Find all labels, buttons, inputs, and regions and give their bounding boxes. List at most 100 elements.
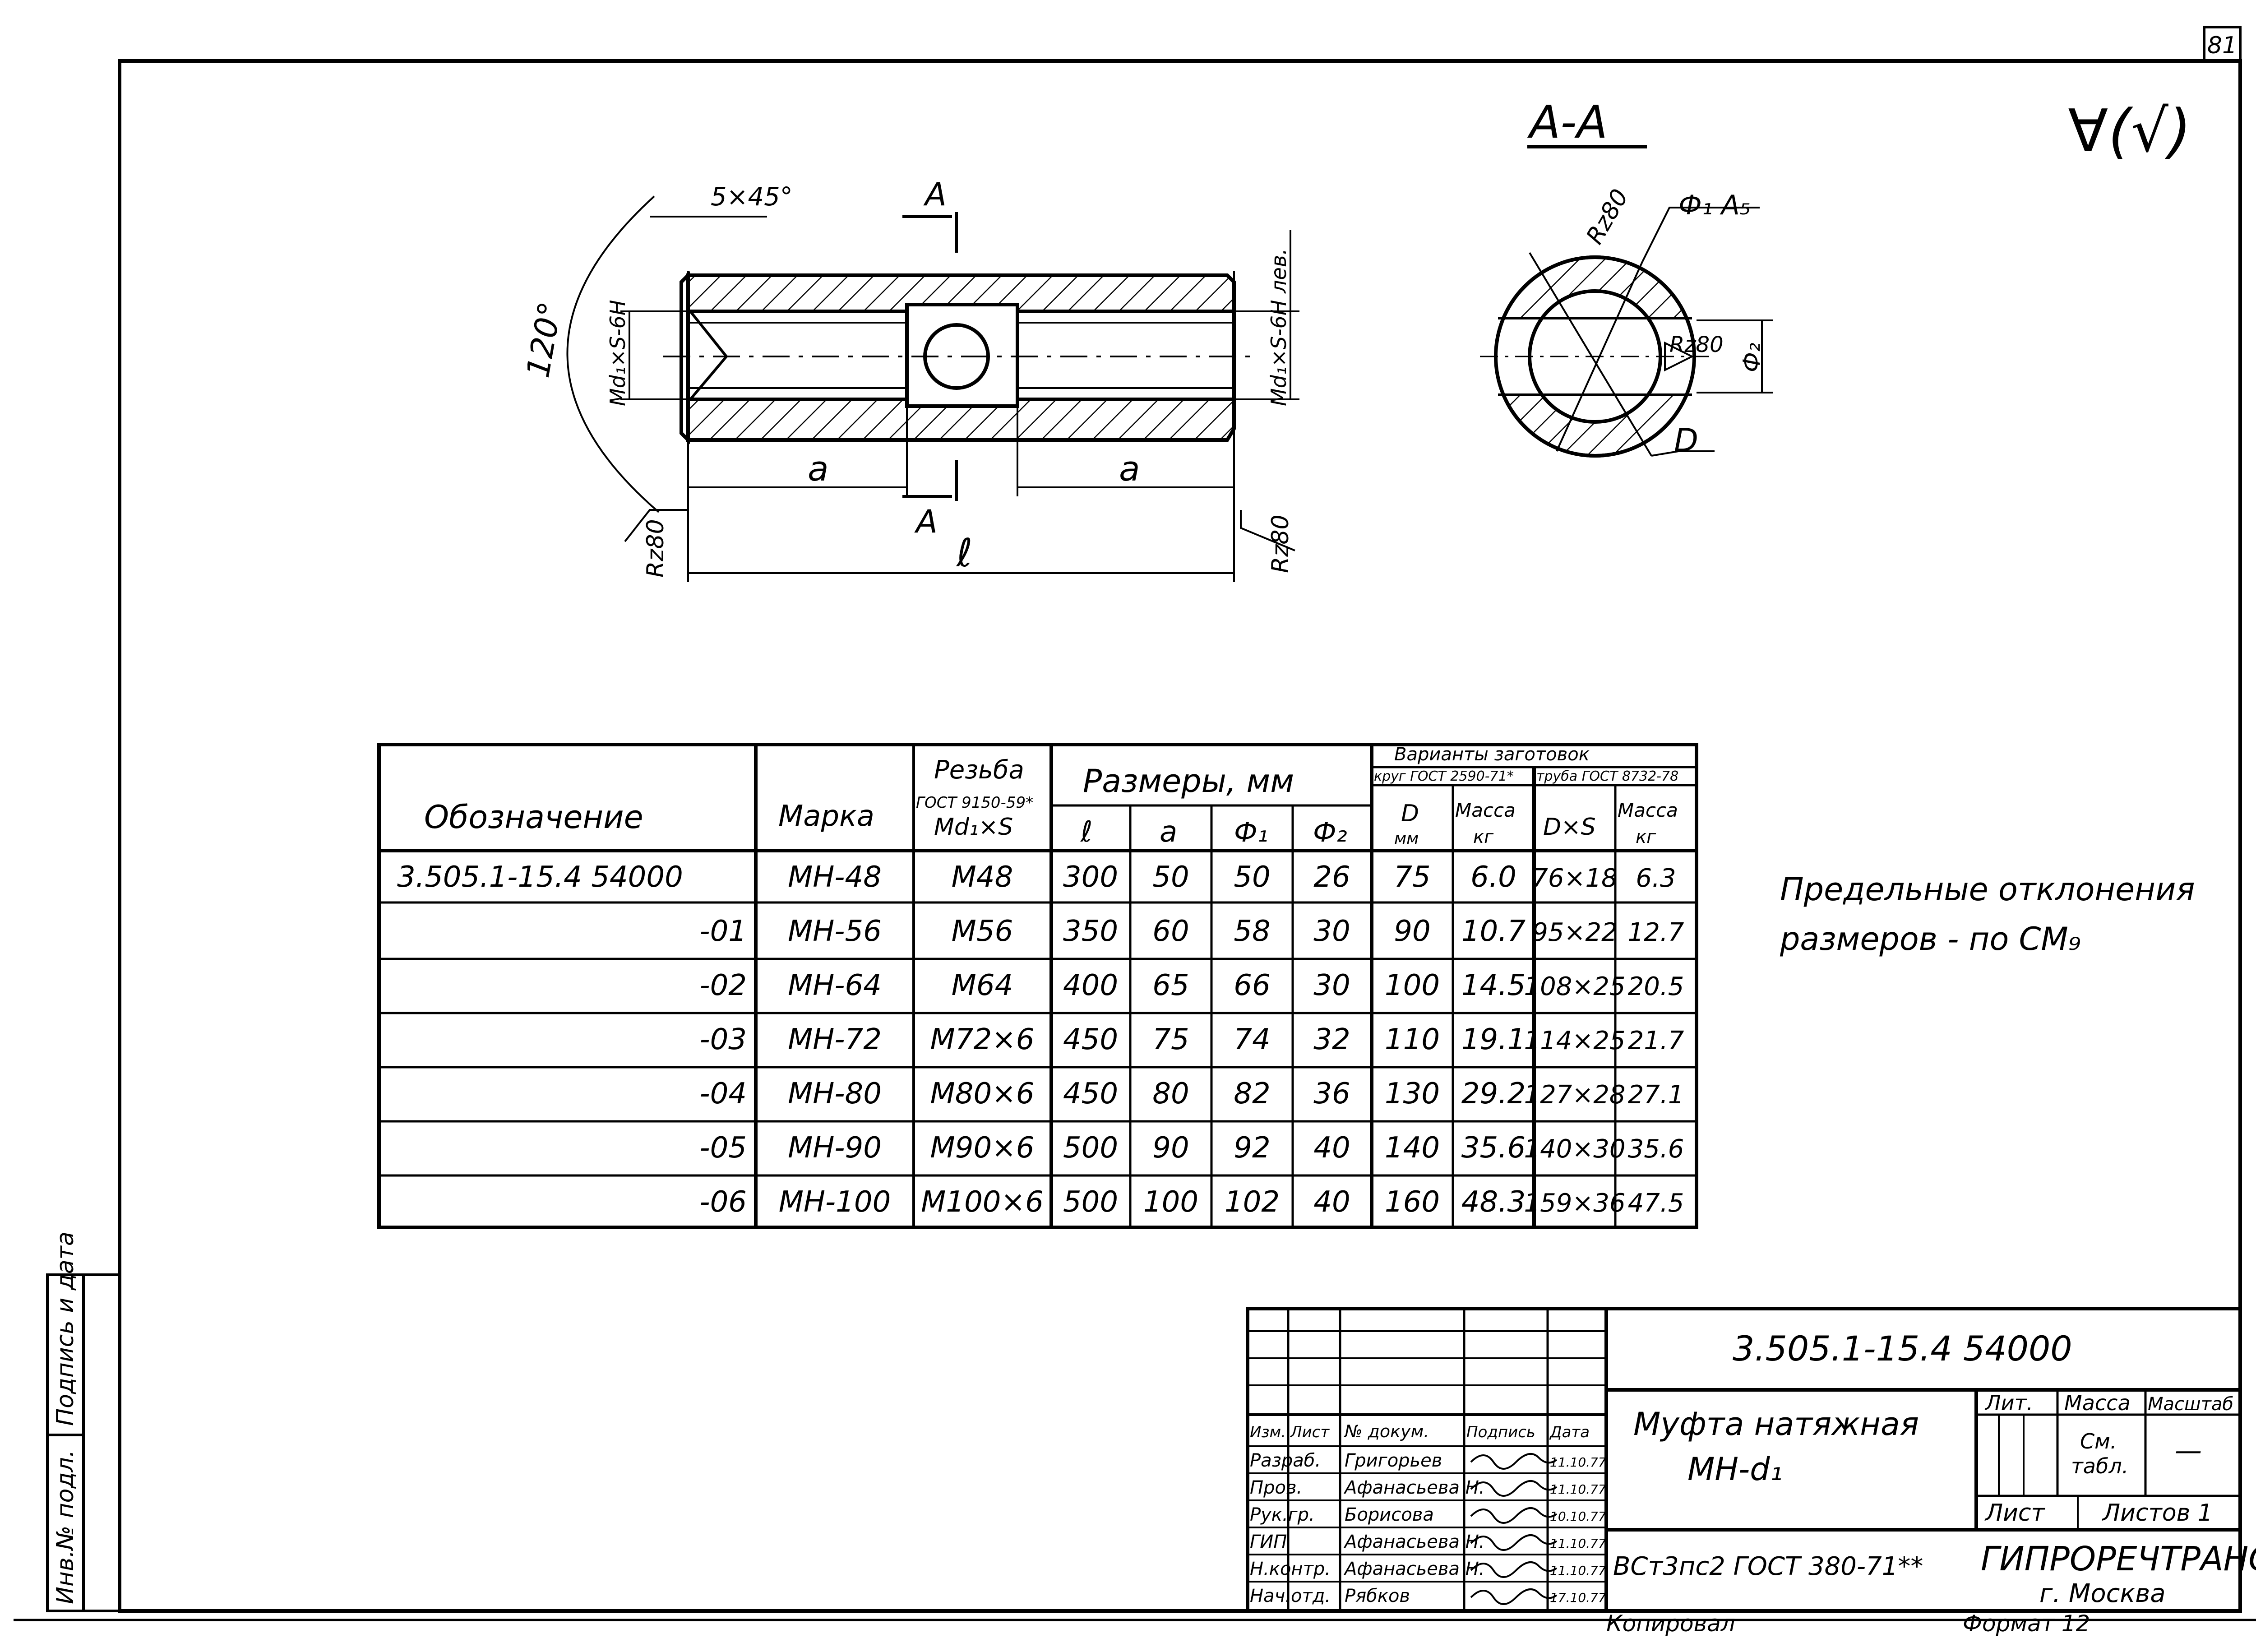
section-mark-bottom: А — [914, 503, 938, 540]
table-cell: 76×18 — [1532, 864, 1617, 893]
table-cell: 32 — [1313, 1023, 1350, 1056]
table-cell: 108×25 — [1524, 972, 1625, 1001]
signer-date: 11.10.77 — [1550, 1482, 1606, 1497]
signer-name: Афанасьева Н. — [1343, 1559, 1485, 1579]
th-sizes: Размеры, мм — [1083, 763, 1294, 800]
table-cell: 35.6 — [1461, 1131, 1526, 1165]
th-mass2: Масса — [1618, 799, 1678, 821]
col-izm: Изм. — [1250, 1423, 1286, 1441]
table-cell: МН-72 — [788, 1023, 882, 1056]
table-cell: МН-64 — [788, 969, 882, 1002]
section-phi2: Ф₂ — [1738, 342, 1766, 372]
sheet-label: Лист — [1984, 1499, 2045, 1527]
dim-chamfer: 5×45° — [711, 182, 793, 212]
th-phi1: Ф₁ — [1234, 817, 1268, 848]
signer-name: Борисова — [1345, 1504, 1434, 1525]
sheet-frame — [14, 26, 2256, 1621]
signer-role: Разраб. — [1250, 1450, 1321, 1471]
table-cell: 47.5 — [1628, 1189, 1684, 1218]
table-cell: М64 — [952, 969, 1013, 1002]
material: ВСт3пс2 ГОСТ 380-71** — [1613, 1552, 1923, 1581]
surface-mark: ∀(√) — [2068, 97, 2191, 165]
dim-a-right: a — [1119, 449, 1140, 489]
table-cell: 21.7 — [1628, 1026, 1684, 1055]
signer-date: 17.10.77 — [1550, 1590, 1606, 1605]
col-list: Лист — [1290, 1423, 1330, 1441]
handwritten-signature — [1470, 1480, 1558, 1497]
table-cell-designation: -02 — [699, 969, 747, 1002]
table-cell: 12.7 — [1628, 918, 1684, 947]
format-label: Формат 12 — [1963, 1610, 2090, 1637]
table-cell: 90 — [1152, 1131, 1189, 1165]
th-designation: Обозначение — [424, 799, 643, 836]
handwritten-signature — [1470, 1561, 1558, 1578]
table-cell: 58 — [1234, 915, 1270, 948]
th-bar: круг ГОСТ 2590-71* — [1374, 768, 1514, 784]
signer-date: 11.10.77 — [1550, 1455, 1606, 1470]
table-cell-designation: -03 — [699, 1023, 747, 1056]
city: г. Москва — [2039, 1579, 2166, 1608]
table-cell: 10.7 — [1461, 915, 1526, 948]
table-cell: 159×36 — [1524, 1189, 1625, 1218]
table-cell: 130 — [1385, 1077, 1440, 1111]
signer-role: Пров. — [1250, 1477, 1302, 1498]
table-cell: 14.5 — [1461, 969, 1526, 1002]
signer-role: Н.контр. — [1250, 1559, 1331, 1579]
col-sign: Подпись — [1466, 1423, 1535, 1441]
signer-role: Рук.гр. — [1250, 1504, 1315, 1525]
table-cell: МН-56 — [788, 915, 882, 948]
roughness-left: Rz80 — [642, 519, 669, 578]
th-mass2-unit: кг — [1636, 827, 1656, 847]
th-a: a — [1160, 815, 1177, 849]
handwritten-signature — [1470, 1453, 1558, 1470]
th-d-unit: мм — [1394, 829, 1419, 848]
section-phi1: Ф₁ А₅ — [1678, 190, 1751, 221]
table-cell: 92 — [1234, 1131, 1270, 1165]
table-cell-designation: -04 — [699, 1077, 747, 1111]
table-cell: 6.0 — [1470, 861, 1516, 894]
title-line-2: МН-d₁ — [1687, 1451, 1783, 1488]
th-mass-unit: кг — [1473, 827, 1494, 847]
section-d: D — [1674, 422, 1698, 459]
table-cell: 127×28 — [1524, 1080, 1625, 1110]
table-cell: 400 — [1063, 969, 1118, 1002]
handwritten-signature — [1470, 1588, 1558, 1605]
section-view — [1480, 207, 1773, 458]
th-thread-std: ГОСТ 9150-59* — [916, 794, 1033, 812]
table-cell: 74 — [1234, 1023, 1270, 1056]
table-cell: М72×6 — [930, 1023, 1035, 1056]
copied-label: Копировал — [1606, 1610, 1735, 1637]
handwritten-signature — [1470, 1507, 1558, 1524]
th-blanks: Варианты заготовок — [1394, 744, 1590, 765]
title-block-grid — [1246, 1307, 2242, 1613]
scale-value: — — [2175, 1435, 2202, 1467]
table-cell: 140×30 — [1524, 1134, 1625, 1164]
mass-value-2: табл. — [2071, 1454, 2128, 1478]
table-cell: 6.3 — [1636, 864, 1676, 893]
table-cell: 102 — [1225, 1185, 1280, 1219]
signer-name: Рябков — [1345, 1586, 1410, 1606]
table-cell: 90 — [1394, 915, 1430, 948]
table-cell: М56 — [952, 915, 1013, 948]
doc-number: 3.505.1-15.4 54000 — [1733, 1328, 2072, 1369]
table-cell: 500 — [1063, 1185, 1118, 1219]
th-pipe: труба ГОСТ 8732-78 — [1536, 768, 1678, 784]
table-cell: М48 — [952, 861, 1013, 894]
table-cell: 40 — [1313, 1131, 1350, 1165]
table-cell: 300 — [1063, 861, 1118, 894]
table-cell: 30 — [1313, 969, 1350, 1002]
section-mark-top: А — [923, 176, 947, 213]
handwritten-signature — [1470, 1534, 1558, 1551]
dim-thread-left: Md₁×S-6H — [606, 300, 630, 406]
table-cell: М90×6 — [930, 1131, 1035, 1165]
table-cell: М100×6 — [921, 1185, 1044, 1219]
table-cell: 450 — [1063, 1077, 1118, 1111]
title-line-1: Муфта натяжная — [1633, 1406, 1919, 1443]
table-cell: 19.1 — [1461, 1023, 1526, 1056]
coupling-view — [663, 212, 1254, 501]
dim-a-left: a — [808, 449, 829, 489]
table-cell: 100 — [1143, 1185, 1198, 1219]
table-cell: 114×25 — [1524, 1026, 1625, 1055]
